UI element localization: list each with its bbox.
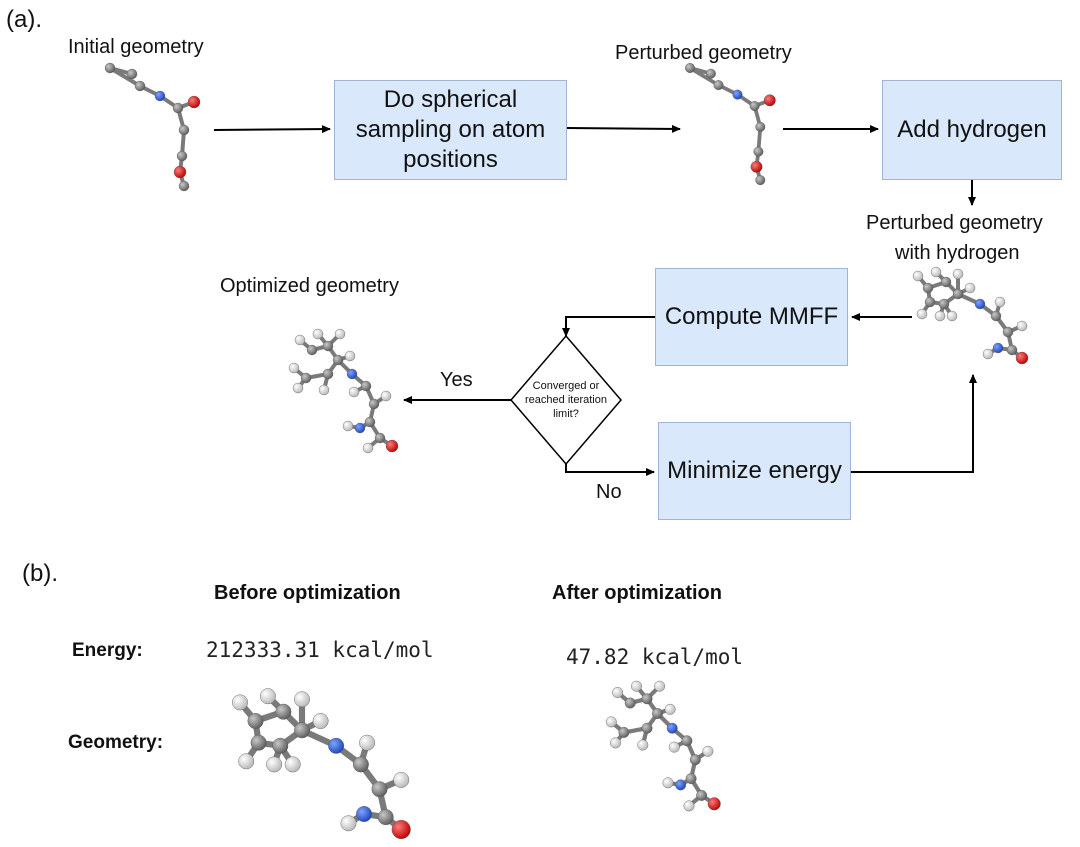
minimize-energy-box: Minimize energy — [658, 422, 851, 520]
after-optimization-header: After optimization — [552, 582, 722, 604]
decision-line1: Converged or — [532, 380, 600, 392]
yes-label: Yes — [440, 369, 473, 391]
panel-a-label: (a). — [6, 6, 42, 33]
energy-before-value: 212333.31 kcal/mol — [206, 638, 434, 662]
sampling-box-line2: sampling on atom — [355, 116, 546, 143]
decision-line3: limit? — [553, 408, 579, 420]
before-optimization-header: Before optimization — [214, 582, 401, 604]
perturbed-with-h-label-line2: with hydrogen — [895, 242, 1020, 264]
arrow-mmff-to-decision — [562, 316, 655, 337]
compute-mmff-label: Compute MMFF — [664, 303, 839, 330]
perturbed-with-hydrogen-molecule — [912, 266, 1029, 365]
add-hydrogen-box: Add hydrogen — [882, 80, 1062, 180]
spherical-sampling-box: Do spherical sampling on atom positions — [334, 80, 567, 180]
arrow-sampling-to-perturbed — [566, 124, 681, 133]
add-hydrogen-label: Add hydrogen — [897, 116, 1047, 143]
perturbed-with-h-label-line1: Perturbed geometry — [866, 212, 1043, 234]
perturbed-geometry-label: Perturbed geometry — [615, 42, 792, 64]
energy-after-value: 47.82 kcal/mol — [566, 645, 744, 669]
perturbed-geometry-molecule — [685, 63, 776, 186]
optimized-geometry-label: Optimized geometry — [220, 275, 399, 297]
energy-label: Energy: — [72, 640, 143, 661]
panel-b-label: (b). — [22, 560, 58, 587]
minimize-energy-label: Minimize energy — [667, 457, 842, 484]
decision-line2: reached iteration — [525, 394, 607, 406]
geometry-label: Geometry: — [68, 732, 164, 753]
after-optimization-molecule — [605, 680, 721, 812]
no-label: No — [596, 481, 622, 503]
arrow-initial-to-sampling — [213, 125, 331, 134]
optimized-geometry-molecule — [288, 328, 399, 454]
decision-diamond — [510, 334, 622, 466]
arrow-minimize-up — [851, 374, 977, 473]
initial-geometry-label: Initial geometry — [68, 36, 204, 58]
initial-geometry-molecule — [104, 62, 201, 192]
sampling-box-line3: positions — [403, 146, 498, 173]
compute-mmff-box: Compute MMFF — [655, 268, 848, 366]
sampling-box-line1: Do spherical — [383, 86, 518, 113]
before-optimization-molecule — [232, 688, 411, 840]
decision-text: Converged or reached iteration limit? — [511, 379, 621, 421]
arrow-no — [565, 464, 655, 476]
